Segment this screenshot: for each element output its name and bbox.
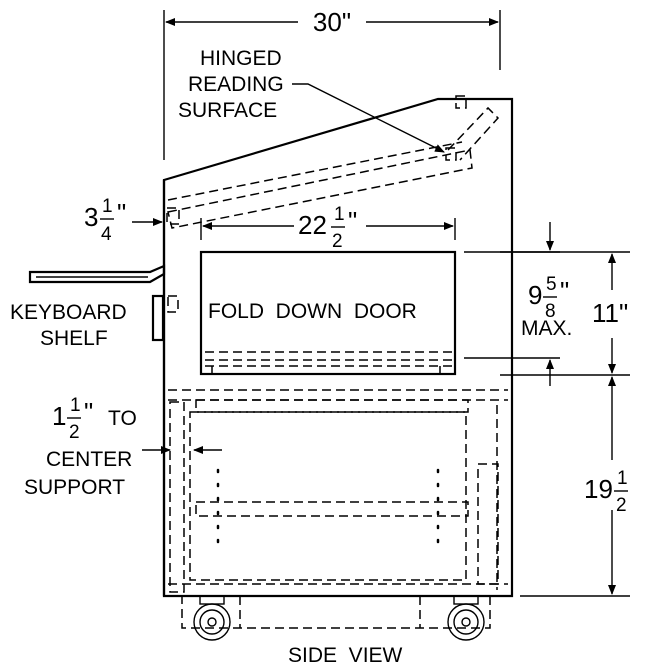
center-label-2: TO — [108, 407, 137, 430]
door-height-dimension — [464, 222, 630, 386]
caster-right — [447, 595, 485, 641]
fold-down-door — [199, 250, 457, 378]
view-title: SIDE VIEW — [288, 644, 403, 667]
caster-left — [193, 595, 231, 641]
overall-width-dimension — [163, 10, 501, 160]
center-inch: " — [84, 397, 93, 427]
inset-den: 4 — [101, 224, 112, 245]
inset-inch: " — [117, 198, 126, 228]
door-height-den: 8 — [545, 301, 556, 322]
door-width-num: 1 — [334, 204, 345, 225]
lower-height-den: 2 — [616, 495, 627, 516]
center-whole: 1 — [52, 401, 66, 431]
door-width-den: 2 — [332, 231, 343, 252]
cabinet-outline — [162, 97, 514, 598]
door-width-dimension — [200, 218, 456, 240]
center-label-4: SUPPORT — [24, 476, 125, 499]
hinged-leader — [292, 83, 445, 153]
overall-width-label: 30" — [313, 7, 351, 37]
door-height-whole: 9 — [528, 280, 542, 310]
hinged-label-1: HINGED — [200, 47, 282, 70]
door-width-whole: 22 — [298, 210, 327, 240]
lower-height-dimension — [520, 376, 630, 597]
lower-height-num: 1 — [617, 468, 628, 489]
keyboard-shelf — [28, 264, 166, 342]
hinged-label-2: READING — [188, 73, 284, 96]
keyboard-label-1: KEYBOARD — [10, 301, 127, 324]
lower-height-whole: 19 — [584, 474, 613, 504]
inset-num: 1 — [102, 196, 113, 217]
door-height-num: 5 — [546, 274, 557, 295]
door-height-max: MAX. — [521, 317, 572, 340]
door-label: FOLD DOWN DOOR — [208, 300, 417, 323]
door-width-inch: " — [348, 206, 357, 236]
inset-whole: 3 — [84, 202, 98, 232]
door-height-inch: " — [560, 276, 569, 306]
center-num: 1 — [70, 395, 81, 416]
interior-dashed — [167, 295, 508, 593]
hinged-label-3: SURFACE — [178, 99, 277, 122]
center-label-3: CENTER — [46, 448, 132, 471]
center-den: 2 — [69, 422, 80, 443]
keyboard-label-2: SHELF — [40, 327, 108, 350]
base-dashed — [181, 595, 491, 629]
upper-height-label: 11" — [592, 298, 628, 328]
reading-surface-dashed — [166, 95, 500, 229]
